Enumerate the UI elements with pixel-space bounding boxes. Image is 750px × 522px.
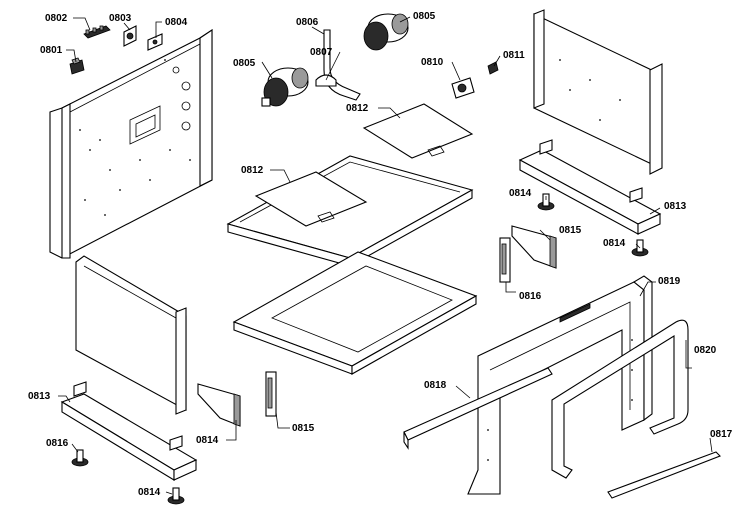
part-0802 <box>83 25 111 39</box>
right-side-panel <box>533 9 663 175</box>
panel-0812-lower <box>254 171 368 227</box>
label-0811: 0811 <box>503 50 525 61</box>
label-0818: 0818 <box>424 380 447 391</box>
leader-lines <box>58 16 713 495</box>
label-0813-lower: 0813 <box>28 391 51 402</box>
bracket-0816-left <box>265 371 277 417</box>
front-frame-0819 <box>467 275 653 495</box>
label-0814-upper-left: 0814 <box>509 188 532 199</box>
bracket-0816-right <box>499 237 511 283</box>
part-0804 <box>147 33 163 51</box>
part-0801 <box>69 57 85 75</box>
leveling-foot-0814-b <box>631 239 649 257</box>
label-0819: 0819 <box>658 276 681 287</box>
label-0801: 0801 <box>40 45 63 56</box>
label-0815-lower: 0814 <box>196 435 219 446</box>
motor-0805-right <box>363 13 409 51</box>
upper-shelf-panel <box>226 155 474 267</box>
handle-0820 <box>551 319 689 479</box>
label-0805-left: 0805 <box>233 58 256 69</box>
label-0812-lower: 0812 <box>241 165 264 176</box>
label-0807: 0807 <box>310 47 333 58</box>
back-panel <box>49 28 213 259</box>
motor-0805-left <box>261 67 309 107</box>
rail-0818 <box>403 367 553 450</box>
label-0813-upper: 0813 <box>664 201 687 212</box>
label-0820: 0820 <box>694 345 717 356</box>
part-0803 <box>123 25 137 47</box>
label-0816-lower: 0815 <box>292 423 315 434</box>
label-0817: 0817 <box>710 429 733 440</box>
label-0814-upper-right: 0814 <box>603 238 626 249</box>
bracket-0815-right <box>511 225 557 269</box>
strip-0817 <box>607 451 721 499</box>
bracket-0815-left <box>197 383 241 427</box>
label-0812-upper: 0812 <box>346 103 369 114</box>
leveling-foot-0814-d <box>167 487 185 505</box>
clip-0807 <box>315 74 337 87</box>
pipe-0806 <box>323 29 361 101</box>
base-rail-0813-left <box>60 381 198 481</box>
label-0816-upper: 0816 <box>519 291 542 302</box>
part-0811 <box>487 61 499 75</box>
label-0814-lower-right: 0814 <box>138 487 161 498</box>
label-0810: 0810 <box>421 57 444 68</box>
label-0805-right: 0805 <box>413 11 436 22</box>
label-0803: 0803 <box>109 13 132 24</box>
base-rail-0813-right <box>518 139 662 235</box>
left-side-panel <box>75 255 187 415</box>
label-0804: 0804 <box>165 17 188 28</box>
callout-labels: 0802 0803 0804 0801 0806 0805 0805 0807 … <box>28 11 733 498</box>
label-0806: 0806 <box>296 17 319 28</box>
panel-0812-upper <box>362 103 474 159</box>
part-0810 <box>451 77 475 99</box>
oven-floor-panel <box>232 251 478 375</box>
label-0814-lower-left: 0816 <box>46 438 69 449</box>
label-0815-upper: 0815 <box>559 225 582 236</box>
leveling-foot-0814-c <box>71 449 89 467</box>
label-0802: 0802 <box>45 13 68 24</box>
